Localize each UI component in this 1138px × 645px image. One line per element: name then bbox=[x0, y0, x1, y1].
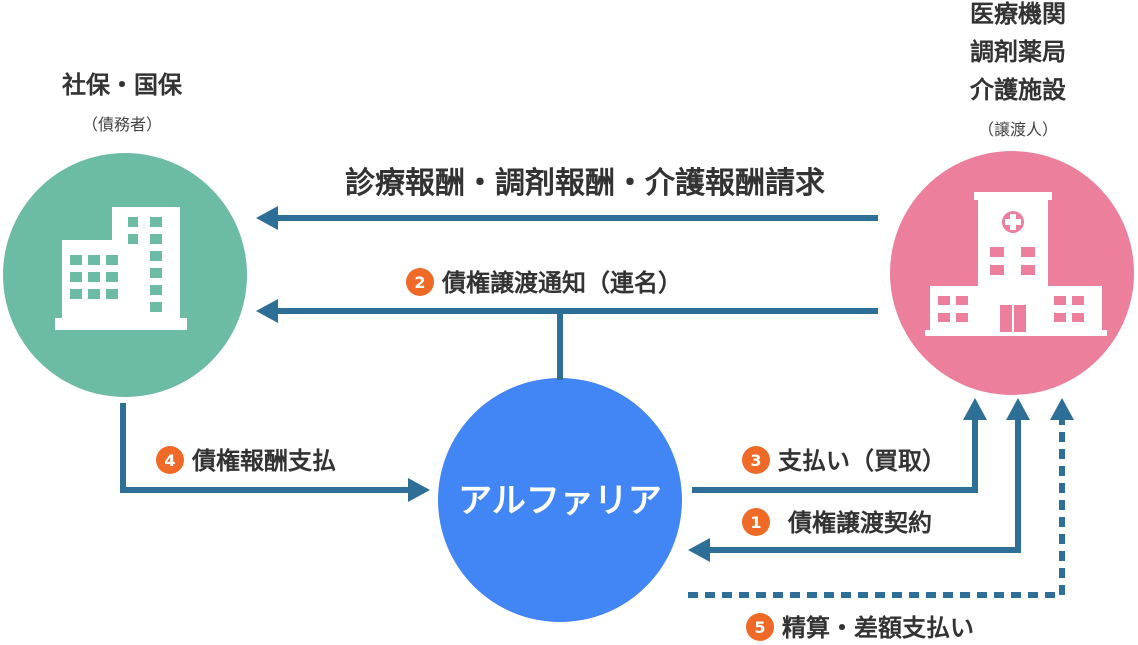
step4-arrowhead bbox=[408, 478, 430, 502]
step5-arrow-line bbox=[688, 415, 1065, 598]
step1-label: 1 債権譲渡契約 bbox=[742, 508, 932, 537]
step5-number: 5 bbox=[754, 618, 765, 637]
step1-badge bbox=[742, 508, 770, 536]
hospital-icon bbox=[925, 192, 1107, 336]
arrows bbox=[120, 215, 1065, 598]
provider-role: （譲渡人） bbox=[978, 120, 1058, 139]
office-building-icon bbox=[55, 207, 187, 330]
step4-number: 4 bbox=[164, 451, 175, 470]
step1-arrowhead-up bbox=[1006, 398, 1030, 420]
step2-label: 2 債権譲渡通知（連名） bbox=[406, 268, 682, 297]
center-name: アルファリア bbox=[458, 481, 662, 521]
step1-text: 債権譲渡契約 bbox=[787, 509, 932, 537]
step2-arrowhead bbox=[256, 299, 278, 323]
step3-number: 3 bbox=[750, 451, 761, 470]
step5-arrowhead bbox=[1050, 398, 1074, 420]
provider-node bbox=[890, 151, 1134, 395]
step2-badge bbox=[406, 268, 434, 296]
insurer-node bbox=[3, 153, 247, 397]
step1-arrowhead-left bbox=[688, 538, 710, 562]
step2-number: 2 bbox=[414, 273, 425, 292]
provider-line-3: 介護施設 bbox=[969, 76, 1067, 104]
step5-badge bbox=[746, 613, 774, 641]
step1-arrow-line bbox=[705, 415, 1021, 553]
step3-badge bbox=[742, 446, 770, 474]
step3-arrowhead bbox=[963, 398, 987, 420]
step4-badge bbox=[156, 446, 184, 474]
step4-label: 4 債権報酬支払 bbox=[156, 446, 336, 475]
step2-text: 債権譲渡通知（連名） bbox=[441, 269, 682, 297]
center-node: アルファリア bbox=[438, 378, 682, 622]
step4-text: 債権報酬支払 bbox=[191, 447, 336, 475]
step4-arrow-line bbox=[120, 403, 412, 493]
step5-text: 精算・差額支払い bbox=[782, 614, 974, 642]
step5-label: 5 精算・差額支払い bbox=[746, 613, 974, 642]
claim-arrowhead bbox=[256, 206, 278, 230]
provider-line-1: 医療機関 bbox=[970, 0, 1066, 28]
step3-label: 3 支払い（買取） bbox=[742, 446, 946, 475]
step1-number: 1 bbox=[750, 513, 761, 532]
claim-label: 診療報酬・調剤報酬・介護報酬請求 bbox=[345, 166, 825, 201]
arrowheads bbox=[256, 206, 1074, 562]
center-circle bbox=[438, 378, 682, 622]
provider-line-2: 調剤薬局 bbox=[970, 38, 1066, 66]
step3-arrow-line bbox=[692, 415, 978, 493]
step3-text: 支払い（買取） bbox=[778, 447, 946, 475]
insurer-role: （債務者） bbox=[82, 115, 162, 134]
insurer-name: 社保・国保 bbox=[62, 71, 183, 99]
